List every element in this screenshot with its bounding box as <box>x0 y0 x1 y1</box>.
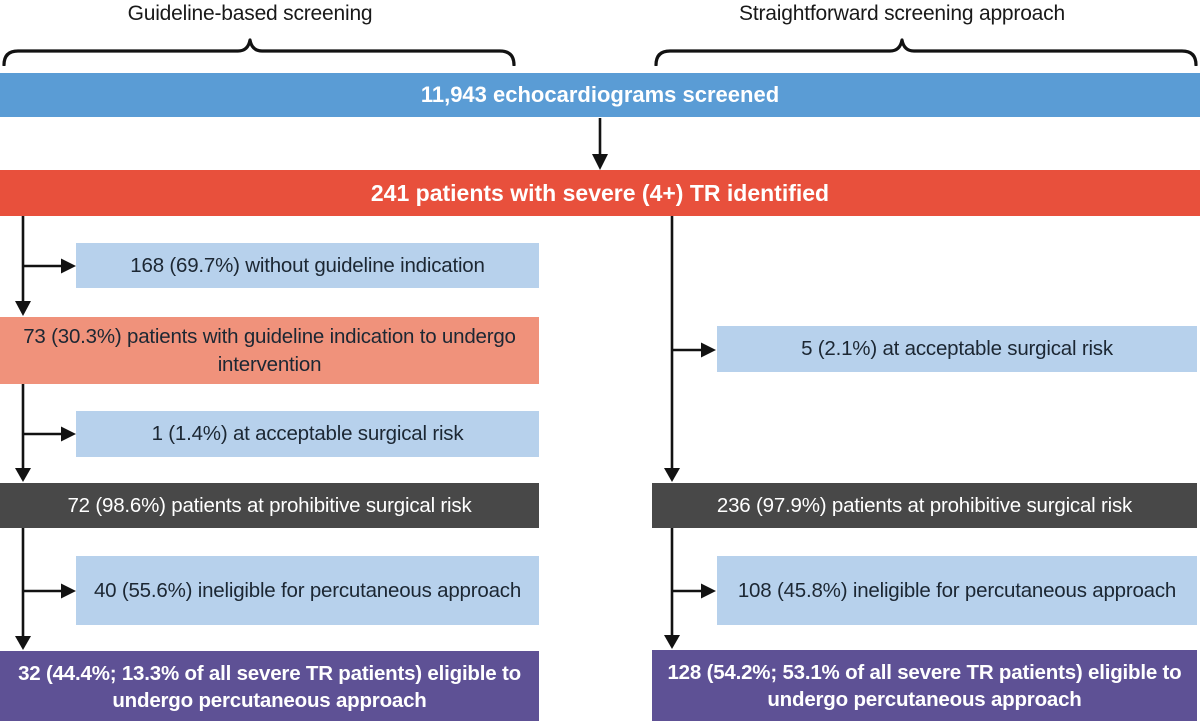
box-eligible-percutaneous-left: 32 (44.4%; 13.3% of all severe TR patien… <box>0 651 539 721</box>
echocardiograms-screened-bar: 11,943 echocardiograms screened <box>0 73 1200 117</box>
box-without-guideline-indication: 168 (69.7%) without guideline indication <box>76 243 539 288</box>
box-acceptable-surgical-risk-left: 1 (1.4%) at acceptable surgical risk <box>76 411 539 457</box>
box-guideline-indication-intervention: 73 (30.3%) patients with guideline indic… <box>0 317 539 384</box>
box-prohibitive-surgical-risk-left: 72 (98.6%) patients at prohibitive surgi… <box>0 483 539 528</box>
column-header-guideline: Guideline-based screening <box>127 2 373 25</box>
column-header-straightforward: Straightforward screening approach <box>739 2 1065 25</box>
box-eligible-percutaneous-right: 128 (54.2%; 53.1% of all severe TR patie… <box>652 650 1197 721</box>
box-ineligible-percutaneous-left: 40 (55.6%) ineligible for percutaneous a… <box>76 556 539 625</box>
box-acceptable-surgical-risk-right: 5 (2.1%) at acceptable surgical risk <box>717 326 1197 372</box>
box-prohibitive-surgical-risk-right: 236 (97.9%) patients at prohibitive surg… <box>652 483 1197 528</box>
curly-brace-right <box>654 38 1198 66</box>
curly-brace-left <box>2 38 516 66</box>
severe-tr-identified-bar: 241 patients with severe (4+) TR identif… <box>0 170 1200 216</box>
box-ineligible-percutaneous-right: 108 (45.8%) ineligible for percutaneous … <box>717 556 1197 625</box>
